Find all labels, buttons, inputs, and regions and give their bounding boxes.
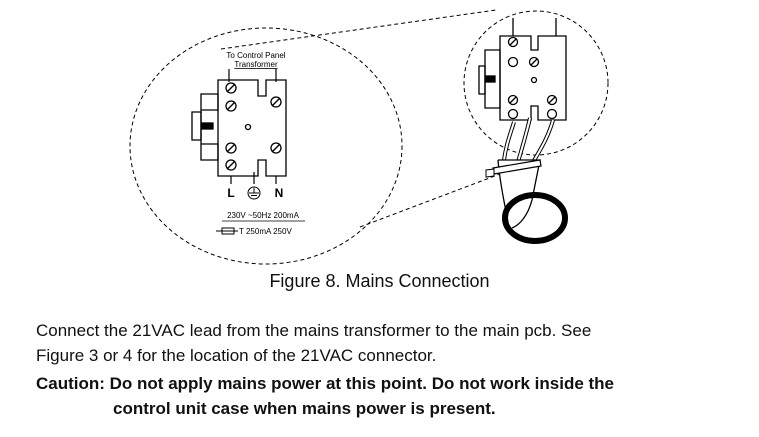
callout-link-bottom	[359, 173, 501, 228]
top-label-line1: To Control Panel	[226, 51, 285, 60]
terminal-block-location	[478, 18, 567, 121]
terminal-neutral-label: N	[275, 186, 284, 200]
instruction-line-2: Figure 3 or 4 for the location of the 21…	[36, 346, 437, 365]
terminal-block	[191, 79, 287, 177]
caution-note: Caution: Do not apply mains power at thi…	[36, 371, 736, 421]
figure-caption: Figure 8. Mains Connection	[269, 271, 490, 291]
terminal-live-label: L	[227, 186, 234, 200]
zoom-callout-ellipse	[129, 27, 403, 265]
caution-line-2: control unit case when mains power is pr…	[113, 399, 496, 418]
instruction-paragraph: Connect the 21VAC lead from the mains tr…	[36, 318, 736, 368]
top-label-line2: Transformer	[234, 60, 278, 69]
supply-rating: 230V ~50Hz 200mA	[227, 211, 299, 220]
callout-link-top	[220, 9, 497, 50]
instruction-line-1: Connect the 21VAC lead from the mains tr…	[36, 321, 592, 340]
fuse-rating: T 250mA 250V	[239, 227, 292, 236]
caution-line-1: Caution: Do not apply mains power at thi…	[36, 374, 615, 393]
mains-cable	[485, 117, 568, 244]
fuse-icon	[216, 227, 238, 235]
mains-connection-figure: To Control Panel Transformer L N 230V ~5…	[129, 9, 609, 265]
earth-icon	[247, 186, 261, 200]
